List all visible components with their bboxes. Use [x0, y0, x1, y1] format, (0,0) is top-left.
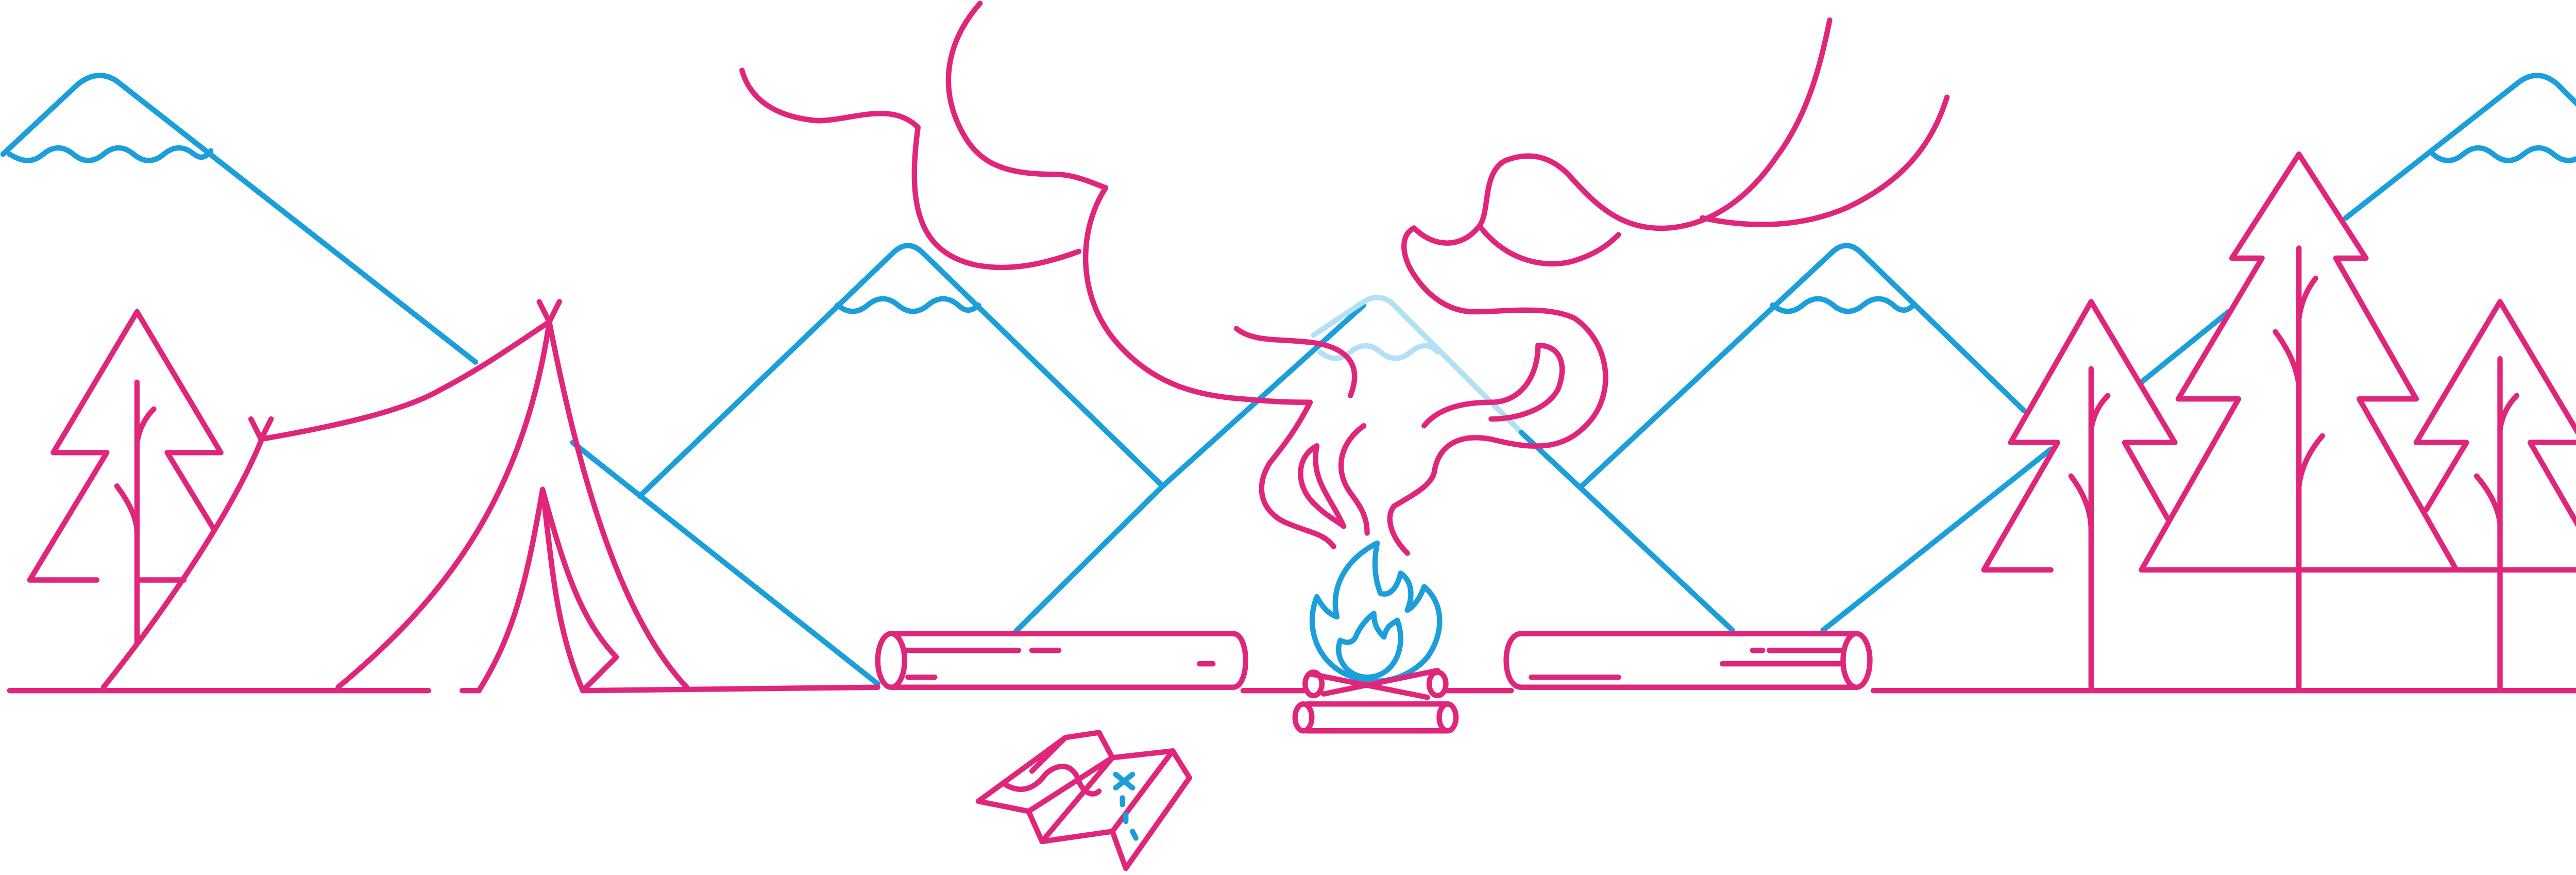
campfire-flame-icon	[1298, 423, 1443, 684]
left-log-icon	[875, 631, 1248, 690]
center-right-mountain-icon	[1518, 243, 2054, 633]
campfire-logs-icon	[1292, 667, 1459, 734]
far-right-mountain-icon	[2139, 73, 2576, 385]
right-pine-tree-small-icon	[1981, 299, 2178, 690]
right-pine-tree-tall-icon	[2139, 152, 2576, 690]
right-log-icon	[1503, 631, 1873, 690]
tent-icon	[100, 299, 690, 694]
far-left-mountain-icon	[0, 73, 479, 365]
left-pine-tree-icon	[27, 309, 224, 647]
smoke-icon	[739, 1, 1950, 556]
center-left-mountain-icon	[570, 243, 1367, 687]
right-pine-tree-far-icon	[2413, 299, 2576, 690]
treasure-map-icon	[975, 730, 1192, 871]
back-center-mountain-icon	[1311, 295, 1531, 442]
ground-line	[7, 684, 2576, 694]
